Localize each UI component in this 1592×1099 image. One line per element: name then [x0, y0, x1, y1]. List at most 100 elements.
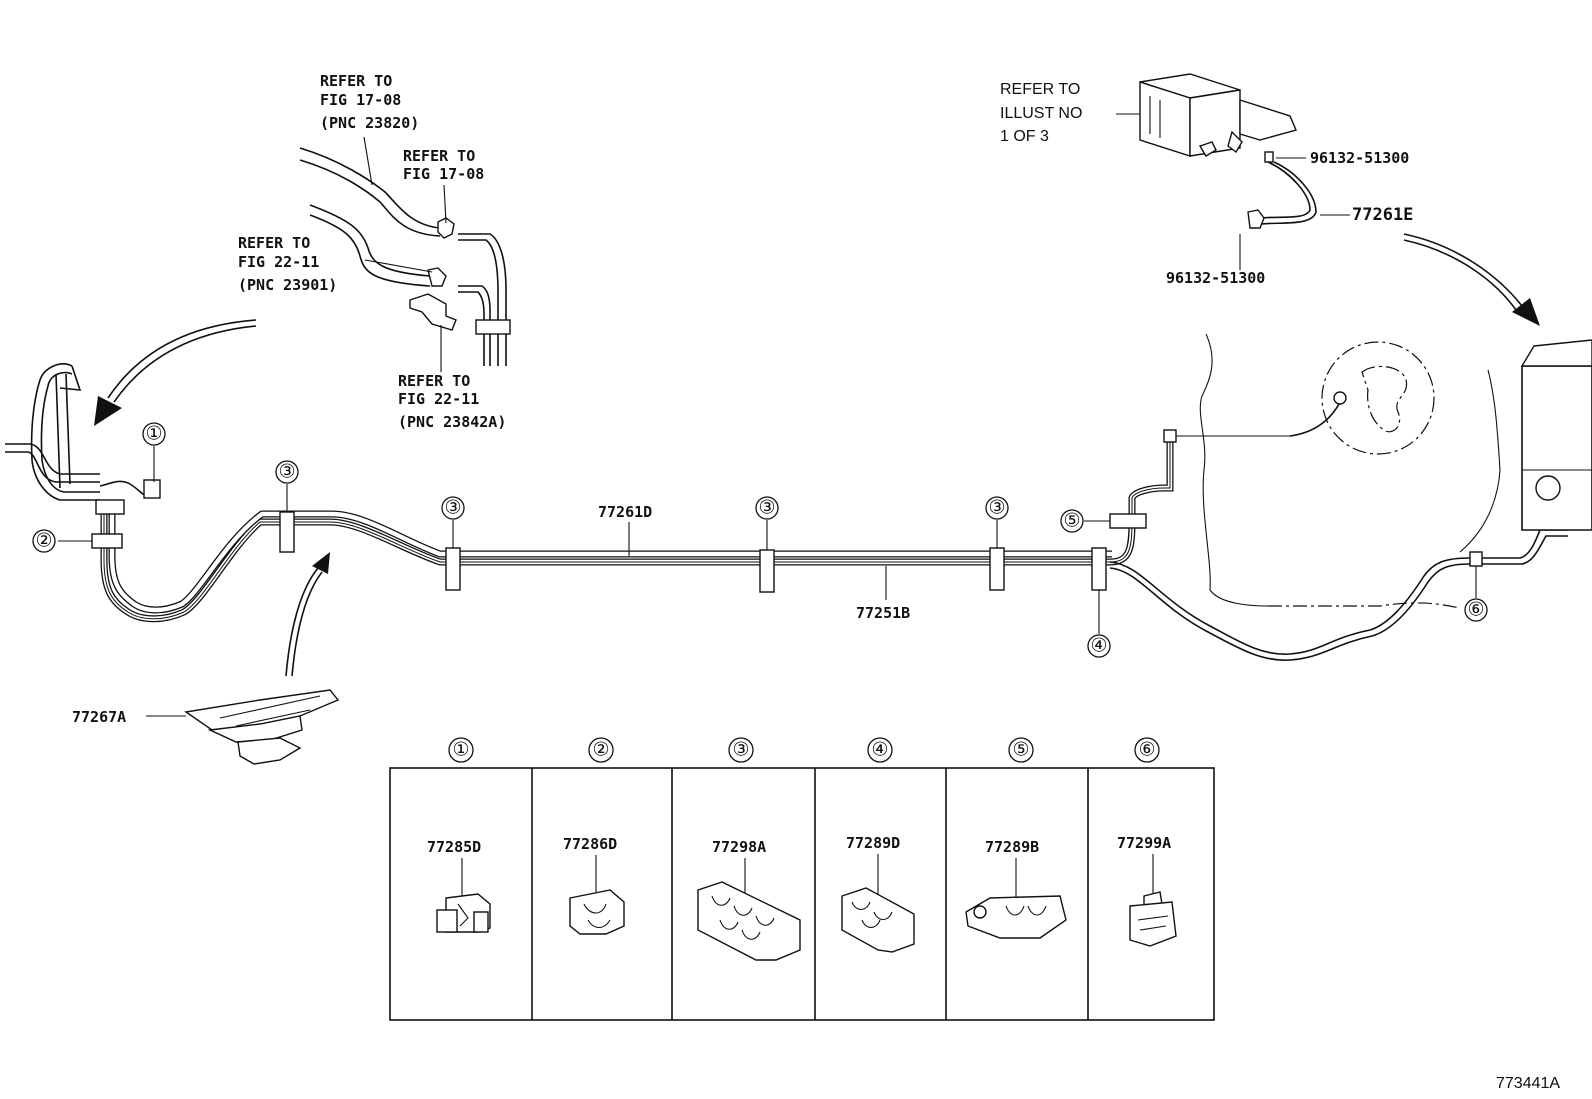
- clip-marker: ②: [592, 740, 609, 761]
- ref-fig2211-pnc23901: REFER TO FIG 22-11 (PNC 23901): [238, 234, 337, 294]
- charcoal-canister: [1139, 73, 1317, 229]
- callout-1-label: ①: [145, 424, 162, 445]
- clamp-4: [1091, 547, 1107, 591]
- clip-table-header-5: ⑤: [1008, 737, 1034, 763]
- clip-marker: ③: [732, 740, 749, 761]
- callout-6: ⑥: [1464, 598, 1488, 622]
- clip-part-number: 77289D: [846, 834, 900, 852]
- callout-3-label: ③: [988, 498, 1005, 519]
- ref-text: ILLUST NO: [1000, 105, 1082, 122]
- clip-77285d-drawing: [436, 893, 491, 933]
- ref-fig1708: REFER TO FIG 17-08: [403, 147, 484, 183]
- clip-77289b-drawing: [965, 895, 1067, 939]
- direction-arrow-up: [285, 552, 330, 677]
- ref-text: (PNC 23820): [320, 114, 419, 132]
- callout-3-label: ③: [758, 498, 775, 519]
- ref-text: REFER TO: [238, 234, 310, 252]
- clip-table-header-2: ②: [588, 737, 614, 763]
- callout-5: ⑤: [1060, 509, 1084, 533]
- clip-marker: ④: [871, 740, 888, 761]
- clamp-5: [1109, 513, 1147, 529]
- svg-text:REFER TO: REFER TO: [403, 147, 475, 165]
- ref-text: (PNC 23901): [238, 276, 337, 294]
- svg-text:REFER TO: REFER TO: [1000, 81, 1080, 98]
- part-77261d-label: 77261D: [598, 503, 652, 521]
- clamp-6: [1469, 551, 1483, 567]
- clip-table-header-4: ④: [867, 737, 893, 763]
- clip-marker: ⑤: [1012, 740, 1029, 761]
- svg-text:REFER TO: REFER TO: [398, 372, 470, 390]
- ref-text: FIG 17-08: [403, 165, 484, 183]
- pipe-clamps: [91, 479, 1483, 593]
- svg-text:1 OF 3: 1 OF 3: [1000, 128, 1049, 145]
- ref-text: (PNC 23842A): [398, 413, 506, 431]
- callout-3a: ③: [275, 460, 299, 484]
- direction-arrow-right: [1403, 233, 1540, 326]
- callout-2-label: ②: [35, 531, 52, 552]
- clamp-1: [143, 479, 161, 499]
- ref-text: REFER TO: [320, 72, 392, 90]
- clip-leaders: [461, 854, 1154, 898]
- clip-table-header-1: ①: [448, 737, 474, 763]
- callout-4-label: ④: [1090, 636, 1107, 657]
- callout-3b: ③: [441, 496, 465, 520]
- clip-part-number: 77285D: [427, 838, 481, 856]
- figure-id: 773441A: [1496, 1075, 1560, 1092]
- clip-part-number: 77289B: [985, 838, 1039, 856]
- clip-part-number: 77286D: [563, 835, 617, 853]
- clip-marker: ⑥: [1138, 740, 1155, 761]
- clip-77298a-drawing: [697, 881, 801, 961]
- callout-2: ②: [32, 529, 56, 553]
- callout-4: ④: [1087, 634, 1111, 658]
- callout-3-label: ③: [444, 498, 461, 519]
- clip-77286d-drawing: [569, 889, 625, 935]
- clamp-3d: [989, 547, 1005, 591]
- ref-text: REFER TO: [403, 147, 475, 165]
- clamp-3a: [279, 511, 295, 553]
- svg-text:(PNC 23842A): (PNC 23842A): [398, 413, 506, 431]
- clamp-3c: [759, 549, 775, 593]
- ref-text: REFER TO: [1000, 81, 1080, 98]
- ref-text: REFER TO: [398, 372, 470, 390]
- svg-text:ILLUST NO: ILLUST NO: [1000, 105, 1082, 122]
- callout-6-label: ⑥: [1467, 600, 1484, 621]
- ref-text: FIG 17-08: [320, 91, 401, 109]
- callout-1: ①: [142, 422, 166, 446]
- clip-77299a-drawing: [1129, 891, 1177, 947]
- callout-5-label: ⑤: [1063, 511, 1080, 532]
- clip-77289d-drawing: [841, 887, 915, 953]
- clamp-2: [91, 533, 123, 549]
- svg-text:FIG 22-11: FIG 22-11: [398, 390, 479, 408]
- svg-text:REFER TO: REFER TO: [320, 72, 392, 90]
- direction-arrow-left: [94, 319, 257, 426]
- part-96132-bottom-label: 96132-51300: [1166, 269, 1265, 287]
- upper-hose-assembly: [299, 136, 511, 372]
- ref-text: FIG 22-11: [238, 253, 319, 271]
- ref-text: 1 OF 3: [1000, 128, 1049, 145]
- clip-table-header-3: ③: [728, 737, 754, 763]
- clamp-3b: [445, 547, 461, 591]
- svg-text:FIG 17-08: FIG 17-08: [403, 165, 484, 183]
- fuel-tank-outline: [1199, 333, 1592, 609]
- ref-text: FIG 22-11: [398, 390, 479, 408]
- clip-part-number: 77299A: [1117, 834, 1171, 852]
- part-77261e-label: 77261E: [1352, 205, 1413, 225]
- part-77251b-label: 77251B: [856, 604, 910, 622]
- ref-illust: REFER TO ILLUST NO 1 OF 3: [1000, 81, 1082, 145]
- clamp-1-base: [95, 499, 125, 515]
- callout-3-label: ③: [278, 462, 295, 483]
- clip-part-number: 77298A: [712, 838, 766, 856]
- part-96132-top-label: 96132-51300: [1310, 149, 1409, 167]
- ref-fig2211-pnc23842a: REFER TO FIG 22-11 (PNC 23842A): [398, 372, 506, 431]
- ref-fig1708-pnc23820: REFER TO FIG 17-08 (PNC 23820): [320, 72, 419, 132]
- protector-77267a: [184, 689, 340, 765]
- callout-3c: ③: [755, 496, 779, 520]
- part-77267a-label: 77267A: [72, 708, 126, 726]
- clip-table: [389, 767, 1215, 1021]
- svg-text:(PNC 23820): (PNC 23820): [320, 114, 419, 132]
- callout-3d: ③: [985, 496, 1009, 520]
- main-fuel-pipe: [100, 391, 1568, 661]
- clip-marker: ①: [452, 740, 469, 761]
